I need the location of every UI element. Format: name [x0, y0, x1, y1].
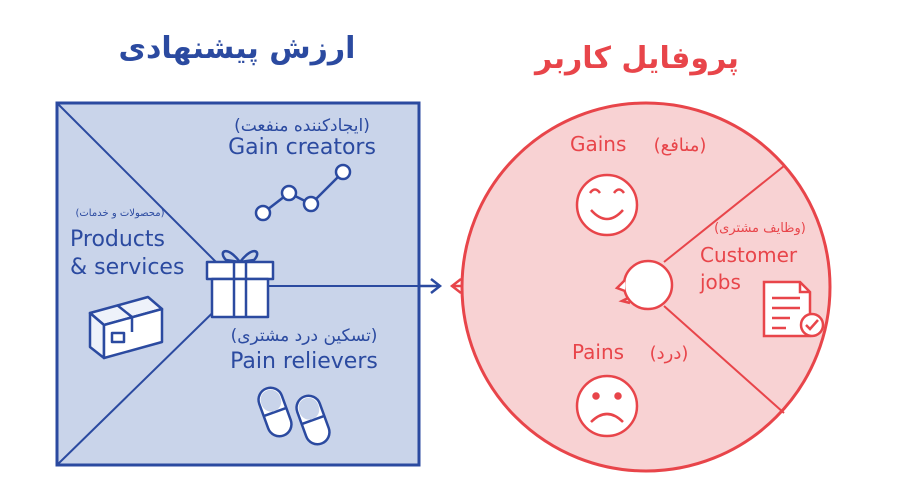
value-map-divider-top — [56, 102, 241, 287]
products-label-fa: (محصولات و خدمات) — [75, 208, 164, 219]
gain-creators-label: Gain creators — [228, 135, 376, 160]
pains-label-fa: (درد) — [650, 343, 689, 364]
smiley-icon — [575, 173, 639, 237]
value-map: (ایجادکننده منفعت) Gain creators (محصولا… — [55, 101, 421, 467]
head-profile-icon — [614, 259, 674, 311]
pain-relievers-label-fa: (تسکین درد مشتری) — [231, 326, 378, 346]
customer-jobs-label-line2: jobs — [699, 270, 741, 294]
customer-profile-divider-bottom — [663, 305, 785, 414]
box-icon — [88, 295, 164, 360]
customer-jobs-label-line1: Customer — [700, 243, 798, 267]
pain-relievers-label: Pain relievers — [230, 349, 378, 374]
sad-face-icon — [575, 374, 639, 438]
customer-profile-title: پروفایل کاربر — [533, 41, 739, 76]
customer-profile: Gains (منافع) (وظایف مشتری) Customer job… — [460, 101, 832, 473]
gift-icon — [205, 250, 275, 319]
checklist-document-icon — [762, 280, 825, 338]
value-map-divider-bottom — [56, 285, 241, 466]
gain-creators-label-fa: (ایجادکننده منفعت) — [234, 116, 370, 136]
gains-label: Gains — [570, 132, 626, 156]
pills-icon — [257, 386, 331, 446]
pains-label: Pains — [572, 340, 624, 364]
line-chart-icon — [254, 163, 352, 222]
value-proposition-title: ارزش پیشنهادی — [119, 31, 356, 66]
gains-label-fa: (منافع) — [654, 135, 707, 156]
products-label-line1: Products — [70, 227, 165, 252]
customer-jobs-label-fa: (وظایف مشتری) — [714, 221, 806, 236]
products-label-line2: & services — [70, 255, 184, 280]
customer-profile-divider-top — [663, 165, 785, 263]
